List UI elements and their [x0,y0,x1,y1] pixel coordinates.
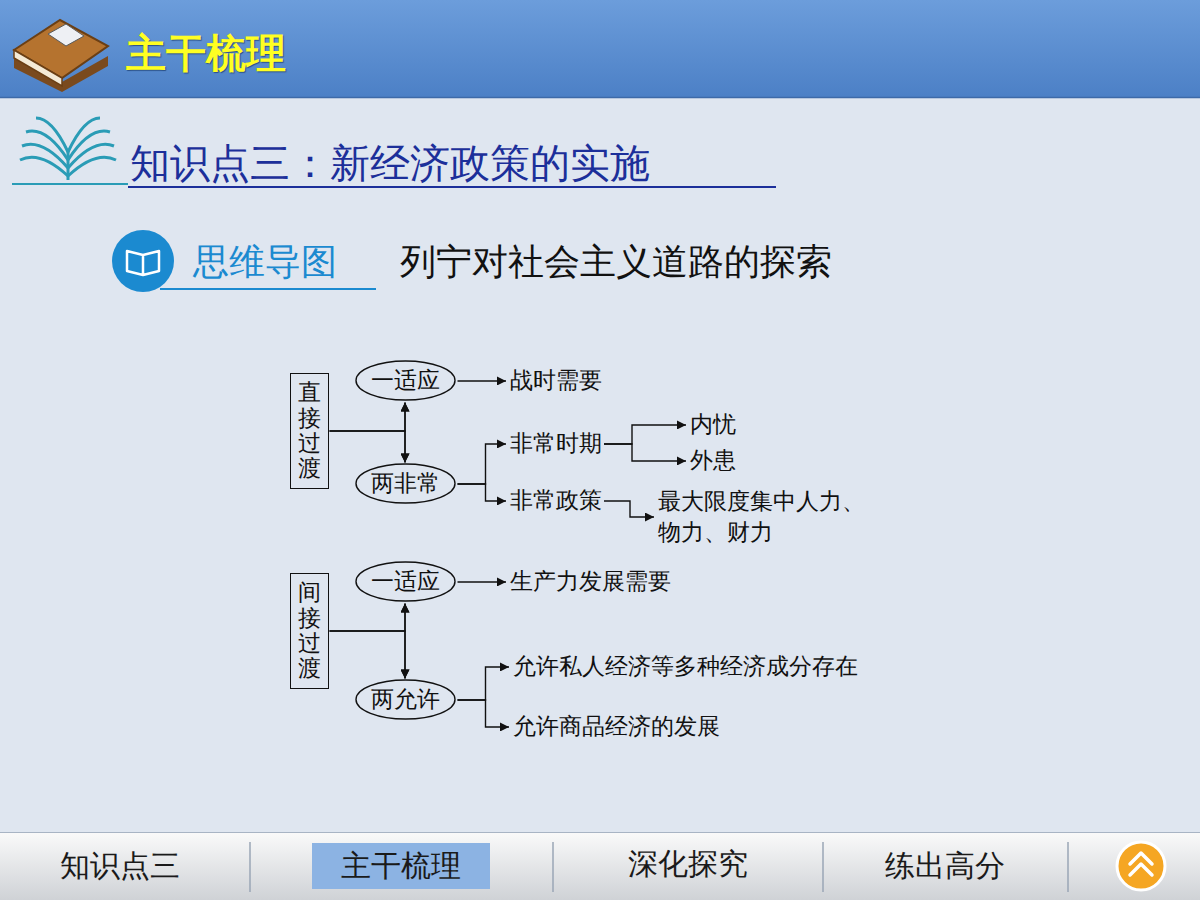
spine [67,150,70,180]
node-text: 允许私人经济等多种经济成分存在 [513,651,858,682]
header-edge [0,97,1200,99]
node-text: 一适应 [371,566,440,597]
branch-text: 外患 [690,445,736,476]
node-text: 非常时期 [510,428,602,459]
node-text: 内忧 [690,409,736,440]
nav-separators [250,842,1068,892]
connector-arrow [458,380,507,381]
header-title: 主干梳理 [126,26,286,81]
nav-item: 主干梳理 [341,846,461,887]
connector-arrow [458,667,510,700]
branch-text: 内忧 [690,409,736,440]
connector-arrow [604,501,654,517]
book-cover [14,20,108,78]
icon-book [127,251,159,275]
branch-text: 生产力发展需要 [510,566,671,597]
connector-arrow [330,403,406,431]
node-text: 两非常 [371,468,440,499]
nav-separator [822,842,824,892]
connector-arrow [458,700,510,727]
connector-arrow [458,484,507,501]
stack-icon [20,118,116,180]
header-bar [0,0,1200,97]
node-text: 最大限度集中人力、物力、财力 [658,486,876,548]
node-text: 间接过渡 [298,580,321,681]
ellipse-shape [356,680,455,719]
connector-arrow [604,425,686,444]
up-chevron [1130,853,1152,875]
branch-text: 允许商品经济的发展 [513,711,720,742]
stage-box: 直接过渡 [290,373,329,488]
nav-separator [1067,842,1069,892]
branch-text: 非常时期 [510,428,602,459]
book-pages [14,50,62,86]
connector-arrow [458,581,507,582]
page-arc [26,131,68,160]
nav-highlight [312,843,490,889]
icon-circle [112,230,174,292]
topic-ellipse: 一适应 [355,360,456,401]
connector-arrow [458,444,507,484]
branch-text: 战时需要 [510,365,602,396]
up-circle [1117,842,1165,890]
node-text: 两允许 [371,684,440,715]
connector-arrow [330,631,406,678]
nav-separator [552,842,554,892]
nav-item: 深化探究 [628,844,748,885]
nav-top-edge [0,832,1200,833]
branch-text: 最大限度集中人力、物力、财力 [658,486,876,548]
node-text: 外患 [690,445,736,476]
branch-text: 非常政策 [510,485,602,516]
book-icon [14,20,108,92]
mindmap-icon [112,230,174,292]
section-tag: 思维导图 [193,238,337,287]
topic-ellipse: 两允许 [355,679,456,720]
book-label [48,24,84,46]
branch-text: 允许私人经济等多种经济成分存在 [513,651,858,682]
stack-underline [12,183,128,185]
nav-separator [249,842,251,892]
page-arc [36,118,68,152]
node-text: 非常政策 [510,485,602,516]
node-text: 战时需要 [510,365,602,396]
node-text: 允许商品经济的发展 [513,711,720,742]
node-text: 直接过渡 [298,380,321,481]
connector-arrow [404,604,405,679]
nav-item: 知识点三 [60,846,180,887]
section-underline [160,288,376,290]
section-heading: 知识点三：新经济政策的实施 [130,136,650,191]
ellipse-shape [356,464,455,503]
page-arc [68,131,110,160]
nav-bar [0,832,1200,900]
nav-item: 练出高分 [885,846,1005,887]
connector-arrow [330,431,406,462]
ellipse-shape [356,562,455,601]
topic-ellipse: 一适应 [355,561,456,602]
map-title: 列宁对社会主义道路的探索 [400,238,832,287]
page-arc [68,118,100,152]
heading-underline [128,186,776,188]
topic-ellipse: 两非常 [355,463,456,504]
connector-arrow [330,604,406,631]
up-button [1117,842,1165,890]
stage-box: 间接过渡 [290,573,329,688]
node-text: 一适应 [371,365,440,396]
connector-arrow [404,403,405,463]
ellipse-shape [356,361,455,400]
node-text: 生产力发展需要 [510,566,671,597]
connector-arrow [604,444,686,461]
